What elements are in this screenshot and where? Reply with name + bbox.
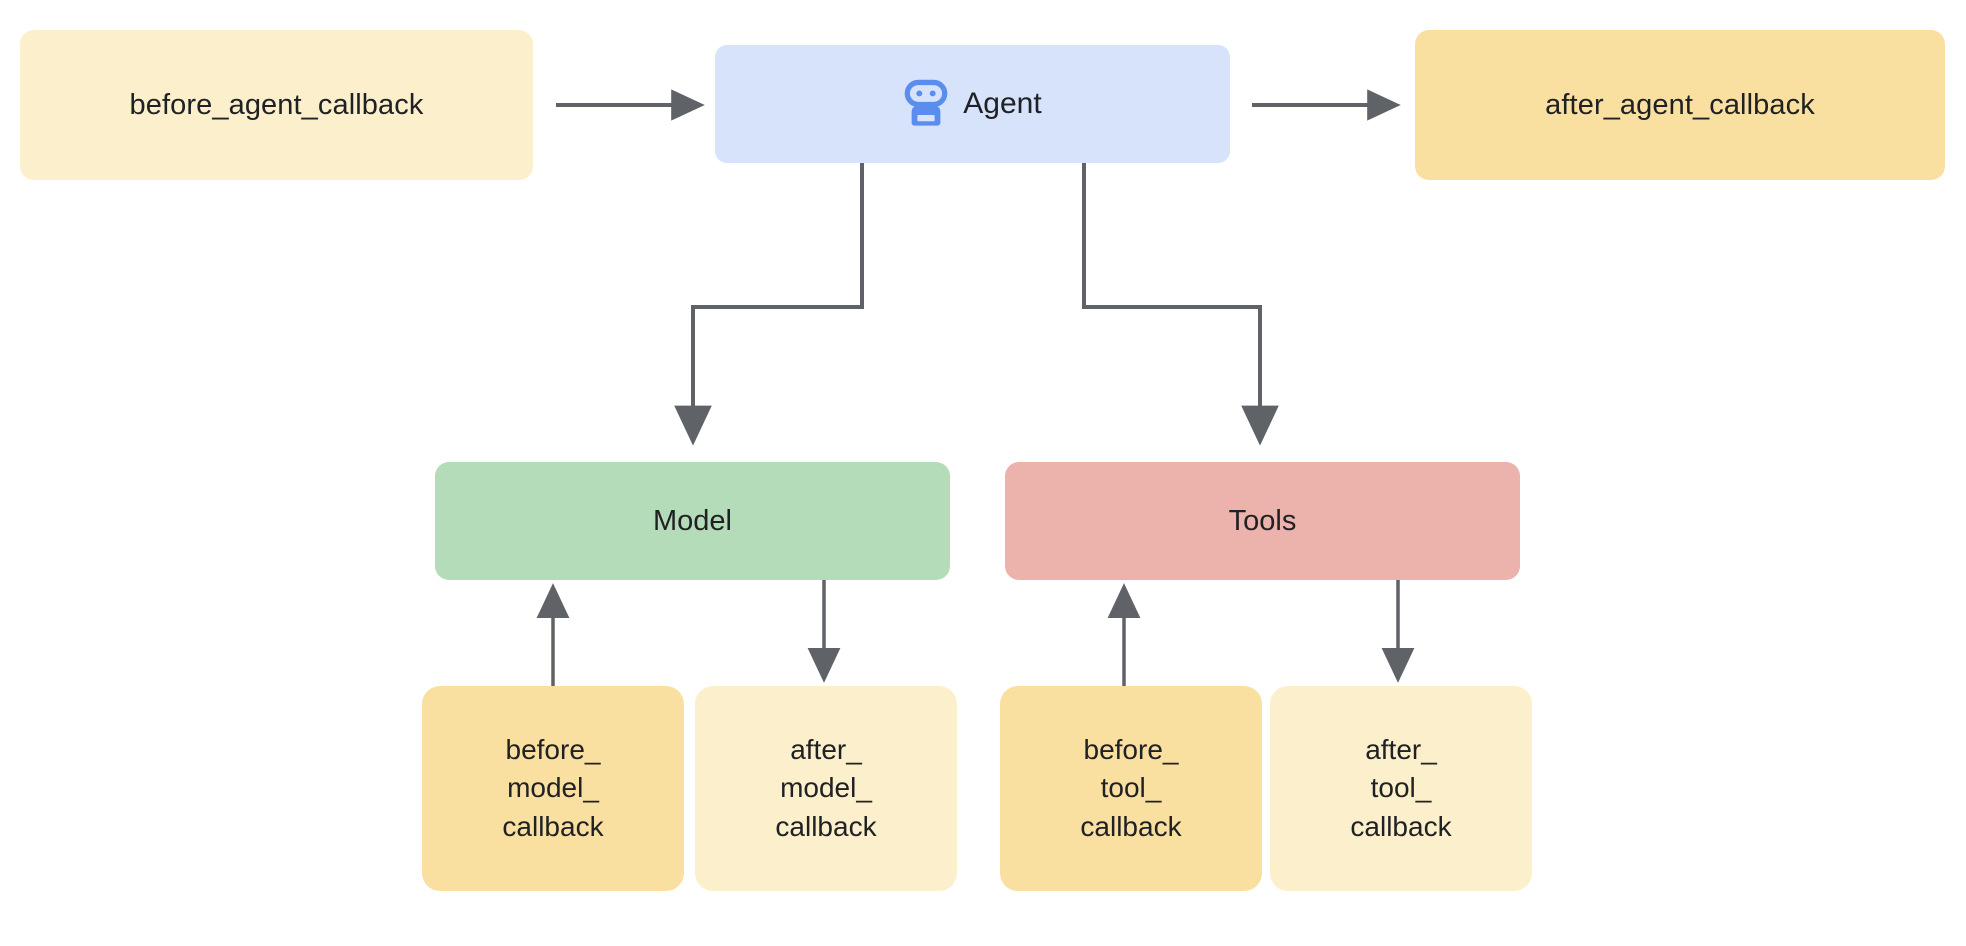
node-label: Tools: [1228, 504, 1297, 537]
node-before-tool-callback[interactable]: before_ tool_ callback: [1000, 686, 1262, 891]
node-label: Model: [653, 504, 732, 537]
node-label: before_ model_ callback: [502, 733, 604, 842]
connector-agent-to-tools: [1082, 163, 1279, 446]
node-tools[interactable]: Tools: [1005, 462, 1520, 580]
node-after-model-callback[interactable]: after_ model_ callback: [695, 686, 957, 891]
node-label: before_agent_callback: [129, 88, 424, 121]
node-label: after_agent_callback: [1545, 88, 1815, 121]
node-label: Agent: [963, 87, 1042, 121]
node-label: after_ tool_ callback: [1350, 733, 1452, 842]
node-after-tool-callback[interactable]: after_ tool_ callback: [1270, 686, 1532, 891]
node-before-model-callback[interactable]: before_ model_ callback: [422, 686, 684, 891]
robot-icon: [904, 79, 948, 126]
node-model[interactable]: Model: [435, 462, 950, 580]
node-label: before_ tool_ callback: [1080, 733, 1182, 842]
node-agent[interactable]: Agent: [715, 45, 1230, 163]
node-before-agent-callback[interactable]: before_agent_callback: [20, 30, 533, 180]
node-label: after_ model_ callback: [775, 733, 877, 842]
connector-agent-to-model: [674, 163, 864, 446]
node-after-agent-callback[interactable]: after_agent_callback: [1415, 30, 1945, 180]
